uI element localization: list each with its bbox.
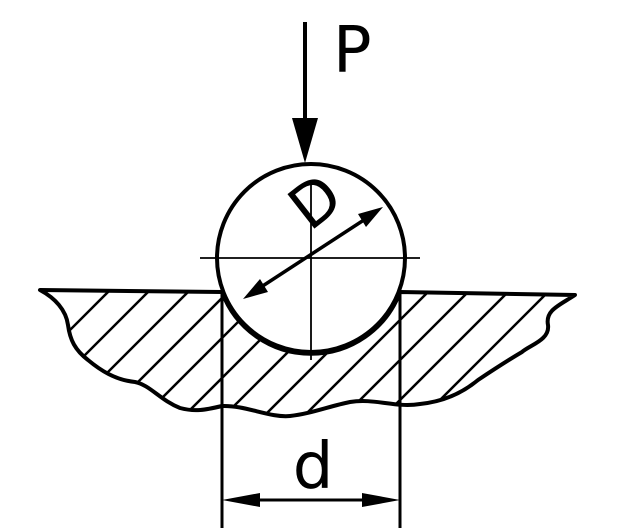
indent-diameter-label: d [293, 430, 334, 504]
ball-indenter [200, 162, 420, 360]
ball-diameter-arrow [243, 207, 383, 299]
indent-dimension [220, 292, 402, 528]
force-arrow [292, 22, 318, 163]
force-label: P [333, 14, 372, 88]
